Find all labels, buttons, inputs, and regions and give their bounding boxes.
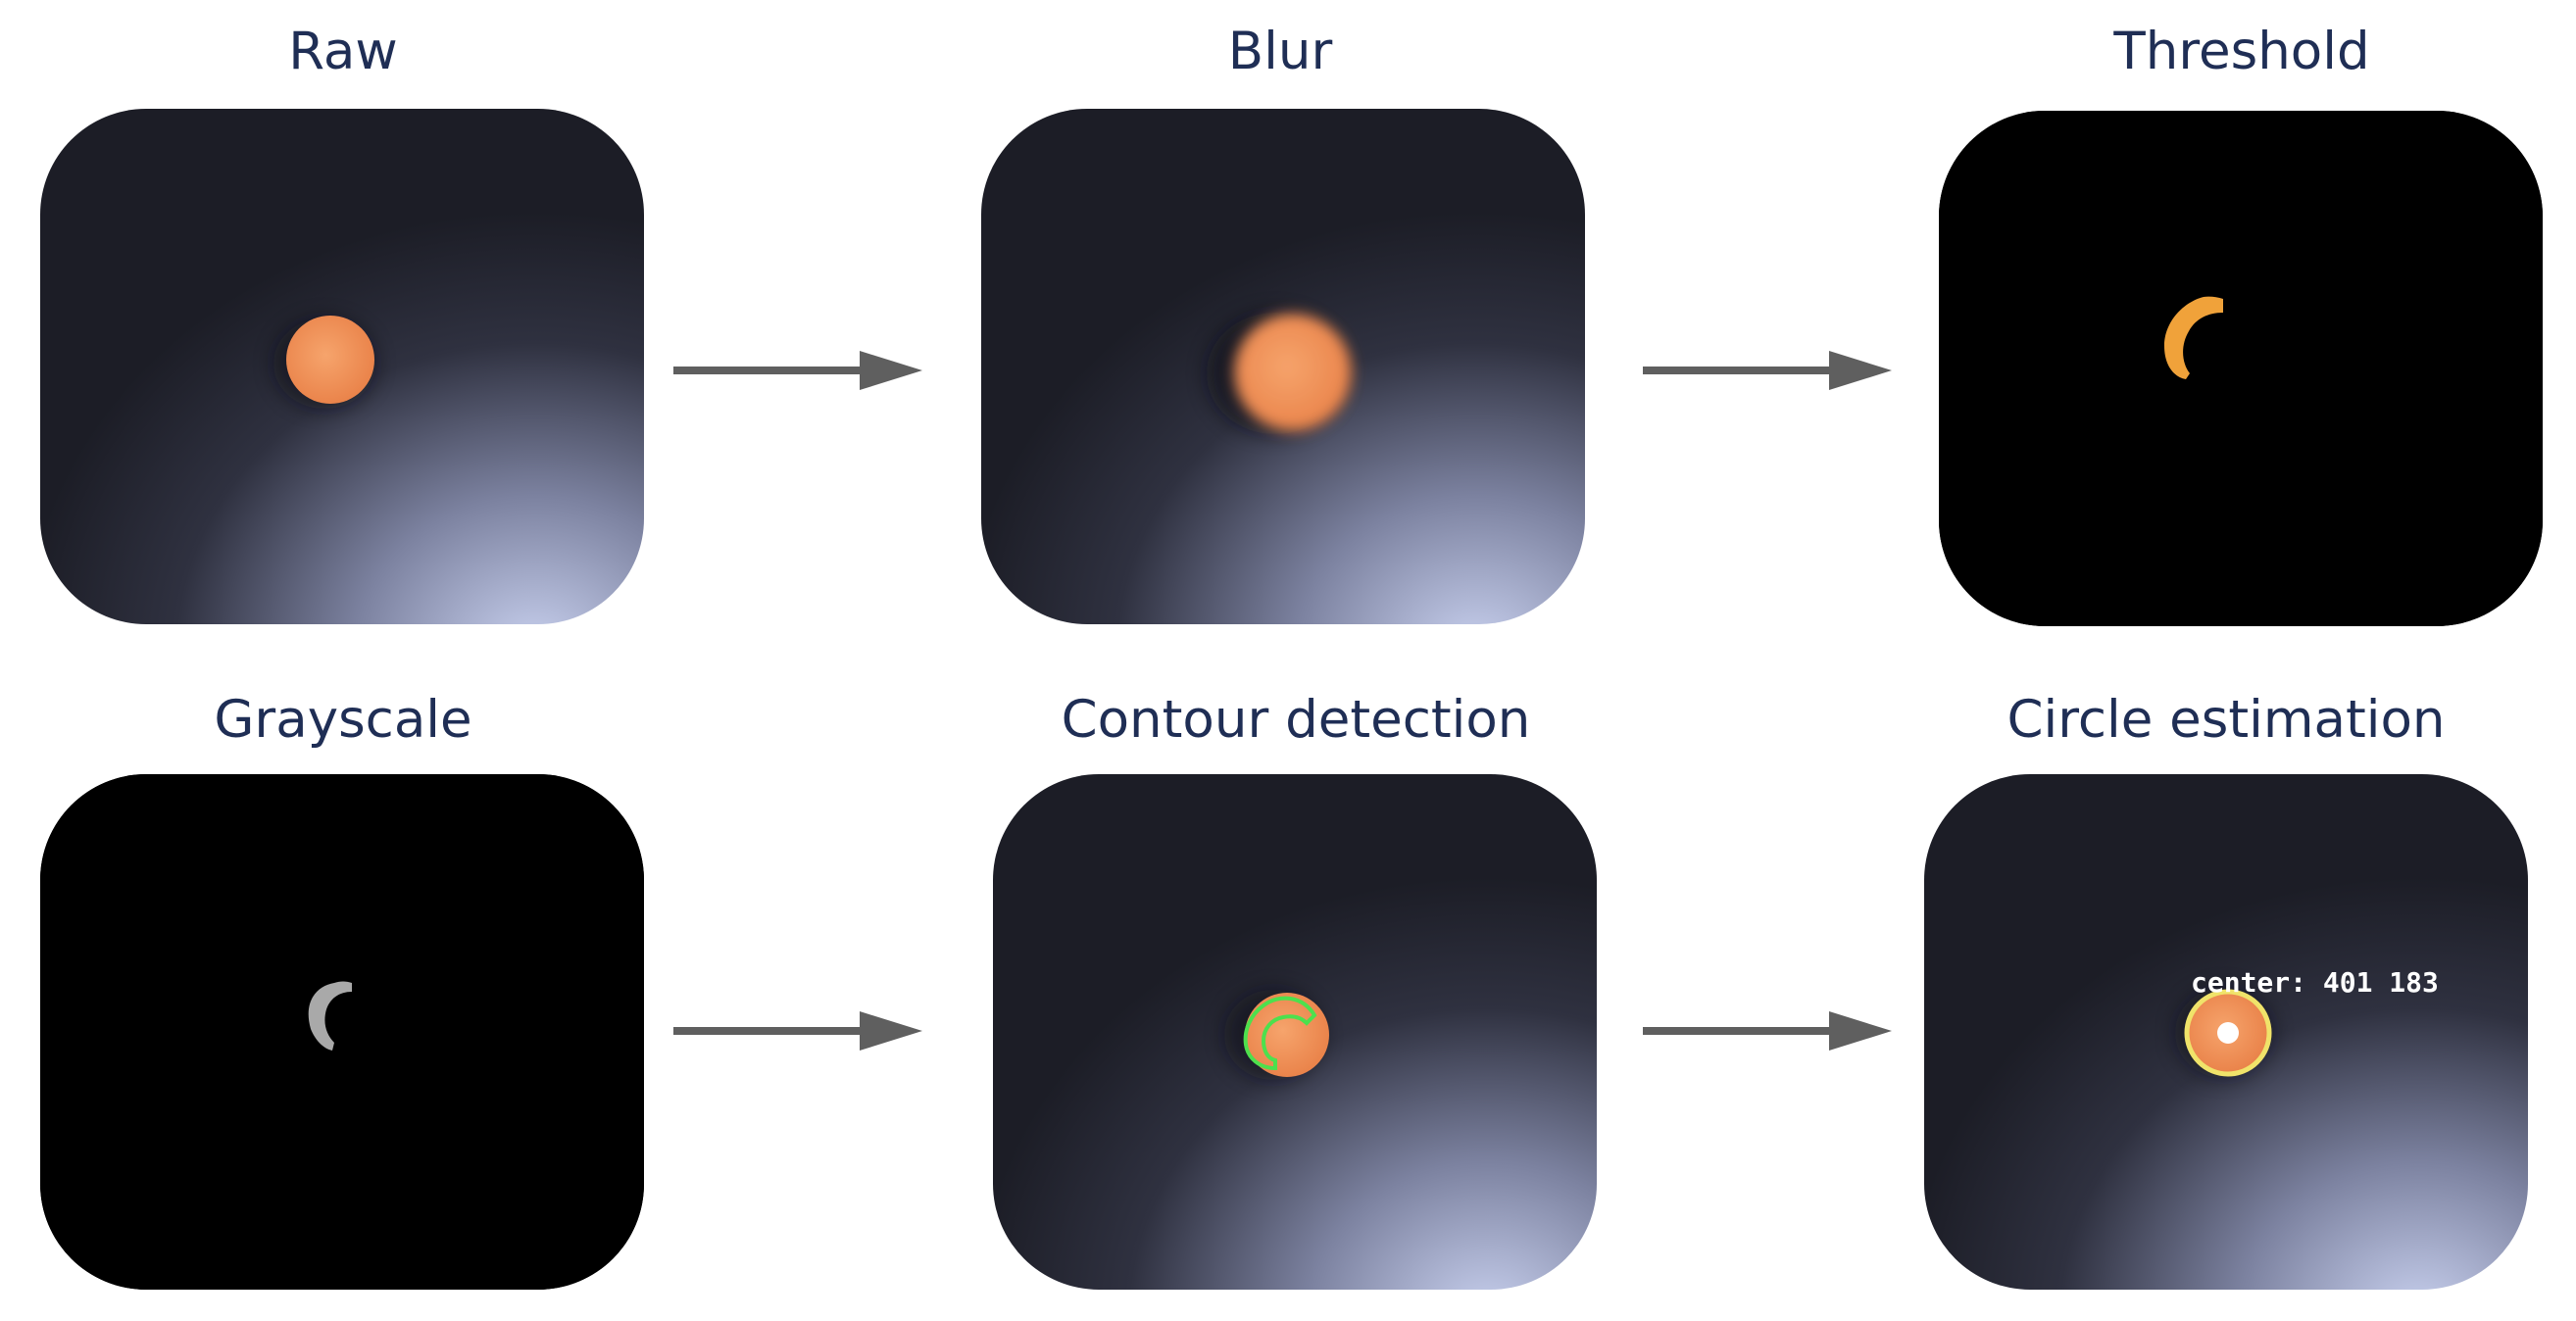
blur-image-panel <box>981 109 1585 624</box>
stage-title-contour: Contour detection <box>1061 690 1531 750</box>
contour-outline <box>1243 996 1317 1071</box>
arrow-blur-to-threshold <box>1643 349 1892 392</box>
center-coordinate-label: center: 401 183 <box>2191 966 2439 999</box>
grayscale-mask <box>308 981 352 1051</box>
threshold-mask <box>2164 296 2223 379</box>
raw-image <box>40 109 644 624</box>
raw-image-panel <box>40 109 644 624</box>
circle-image: center: 401 183 <box>1924 774 2528 1290</box>
right-arrow-icon <box>1643 351 1892 390</box>
right-arrow-icon <box>673 1011 922 1051</box>
stage-title-raw: Raw <box>288 22 398 81</box>
arrow-grayscale-to-contour <box>673 1009 922 1052</box>
circle-image-panel: center: 401 183 <box>1924 774 2528 1290</box>
arrow-raw-to-blur <box>673 349 922 392</box>
grayscale-image-panel <box>40 774 644 1290</box>
grayscale-image <box>40 774 644 1290</box>
center-marker <box>2217 1022 2239 1044</box>
contour-image <box>993 774 1597 1290</box>
blur-image <box>981 109 1585 624</box>
threshold-image <box>1939 111 2543 626</box>
right-arrow-icon <box>673 351 922 390</box>
right-arrow-icon <box>1643 1011 1892 1051</box>
stage-title-threshold: Threshold <box>2113 22 2370 81</box>
threshold-image-panel <box>1939 111 2543 626</box>
estimated-circle-outline <box>2184 989 2272 1077</box>
ball <box>1234 314 1352 431</box>
stage-title-circle: Circle estimation <box>2006 690 2446 750</box>
stage-title-grayscale: Grayscale <box>214 690 472 750</box>
arrow-contour-to-circle <box>1643 1009 1892 1052</box>
stage-title-blur: Blur <box>1227 22 1333 81</box>
contour-image-panel <box>993 774 1597 1290</box>
ball <box>286 316 374 404</box>
